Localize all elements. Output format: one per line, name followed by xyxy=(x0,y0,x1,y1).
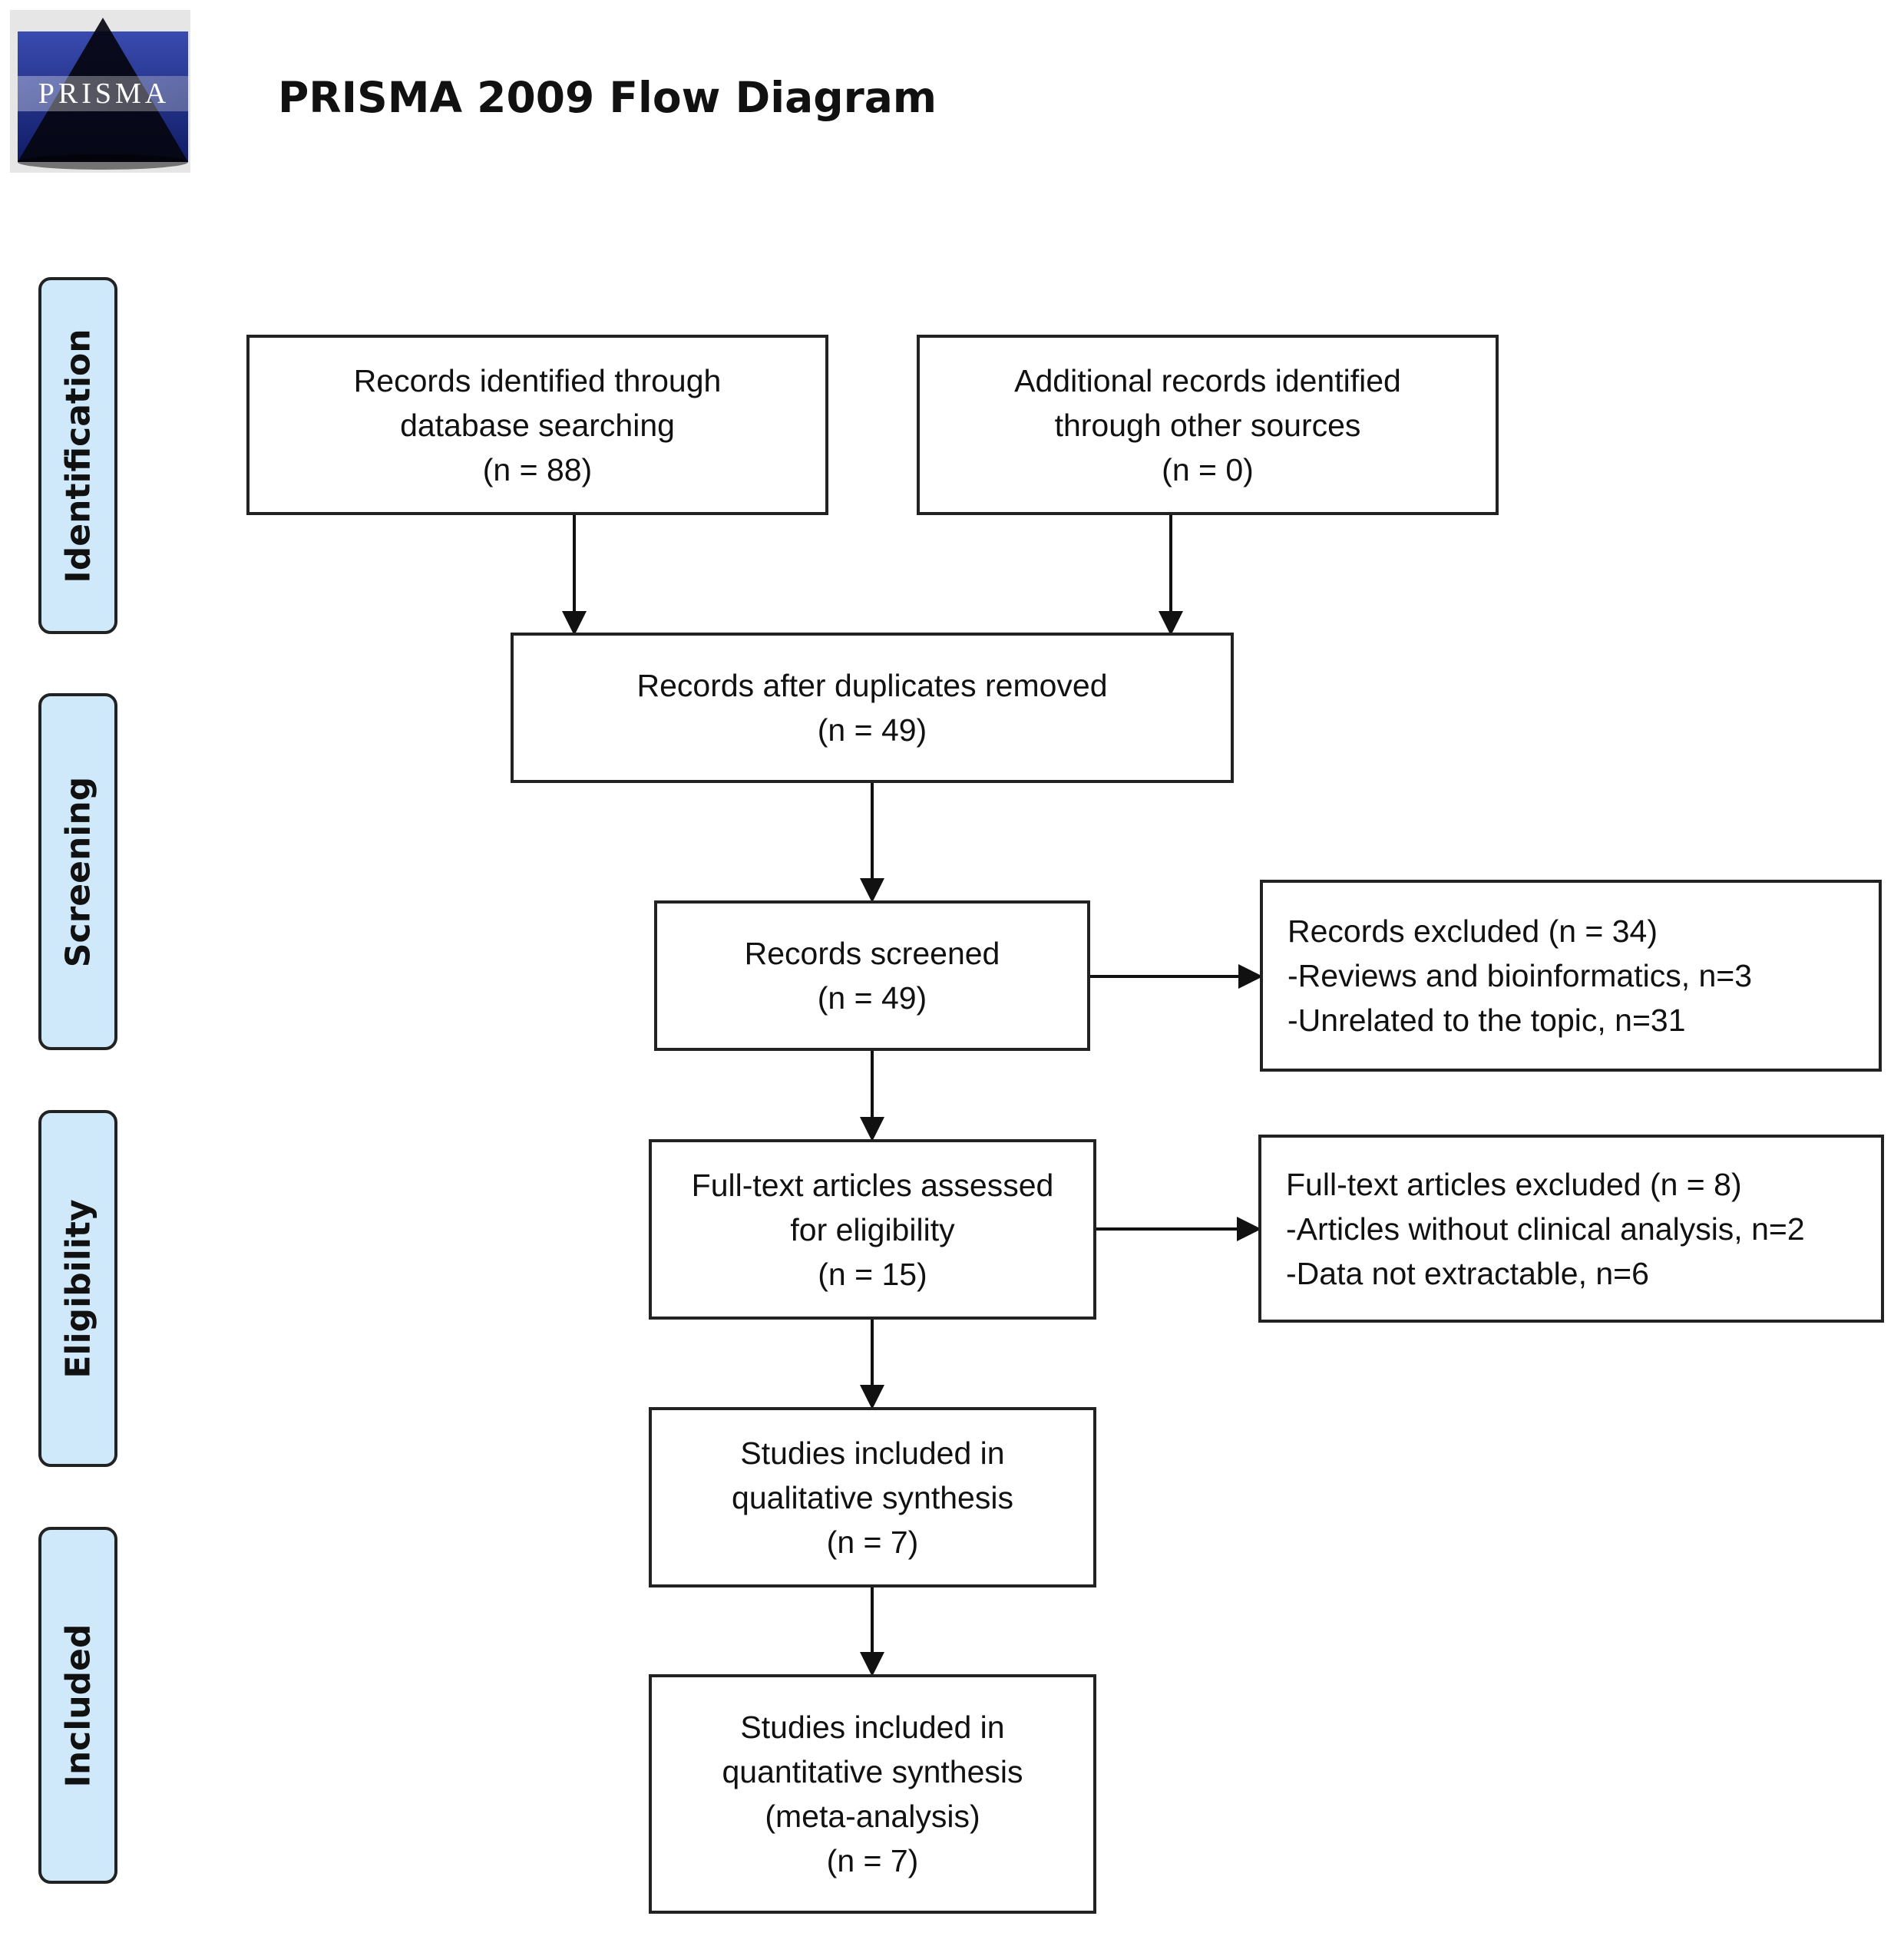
box-quantitative-synthesis: Studies included in quantitative synthes… xyxy=(649,1674,1096,1914)
box-line: -Reviews and bioinformatics, n=3 xyxy=(1288,958,1753,993)
box-line: -Articles without clinical analysis, n=2 xyxy=(1286,1211,1805,1247)
box-line: qualitative synthesis xyxy=(732,1479,1013,1515)
box-records-screened: Records screened (n = 49) xyxy=(654,900,1090,1051)
box-count: (n = 49) xyxy=(817,980,927,1016)
box-line: Records after duplicates removed xyxy=(636,668,1108,703)
logo-graphic xyxy=(18,18,188,170)
box-line: Records identified through xyxy=(353,362,722,398)
box-line: Records excluded (n = 34) xyxy=(1288,913,1658,949)
box-line: Full-text articles excluded (n = 8) xyxy=(1286,1166,1742,1202)
box-line: (meta-analysis) xyxy=(765,1799,980,1834)
box-duplicates-removed: Records after duplicates removed (n = 49… xyxy=(511,633,1234,783)
logo-text: PRISMA xyxy=(38,78,170,110)
box-count: (n = 0) xyxy=(1162,451,1254,487)
box-line: quantitative synthesis xyxy=(722,1754,1023,1789)
box-line: Additional records identified xyxy=(1014,362,1401,398)
box-count: (n = 15) xyxy=(818,1256,927,1292)
stage-eligibility: Eligibility xyxy=(38,1110,117,1467)
page-title: PRISMA 2009 Flow Diagram xyxy=(278,73,937,122)
box-qualitative-synthesis: Studies included in qualitative synthesi… xyxy=(649,1407,1096,1587)
stage-screening: Screening xyxy=(38,693,117,1050)
box-line: -Data not extractable, n=6 xyxy=(1286,1255,1649,1291)
box-count: (n = 88) xyxy=(482,451,593,487)
box-line: through other sources xyxy=(1054,407,1361,443)
box-line: database searching xyxy=(400,407,675,443)
box-count: (n = 7) xyxy=(826,1524,919,1560)
box-count: (n = 49) xyxy=(817,712,927,748)
box-count: (n = 7) xyxy=(826,1843,919,1878)
box-fulltext-excluded: Full-text articles excluded (n = 8) -Art… xyxy=(1258,1135,1884,1323)
prisma-logo: PRISMA xyxy=(10,10,190,173)
box-line: Records screened xyxy=(744,936,1000,971)
stage-included: Included xyxy=(38,1527,117,1884)
box-database-records: Records identified through database sear… xyxy=(246,335,828,515)
box-line: -Unrelated to the topic, n=31 xyxy=(1288,1003,1686,1038)
box-line: for eligibility xyxy=(790,1211,955,1247)
stage-identification: Identification xyxy=(38,277,117,634)
box-fulltext-assessed: Full-text articles assessed for eligibil… xyxy=(649,1139,1096,1320)
box-line: Studies included in xyxy=(740,1435,1005,1471)
box-line: Studies included in xyxy=(740,1710,1005,1745)
box-records-excluded: Records excluded (n = 34) -Reviews and b… xyxy=(1260,880,1882,1072)
box-line: Full-text articles assessed xyxy=(691,1167,1054,1203)
box-other-sources: Additional records identified through ot… xyxy=(917,335,1499,515)
